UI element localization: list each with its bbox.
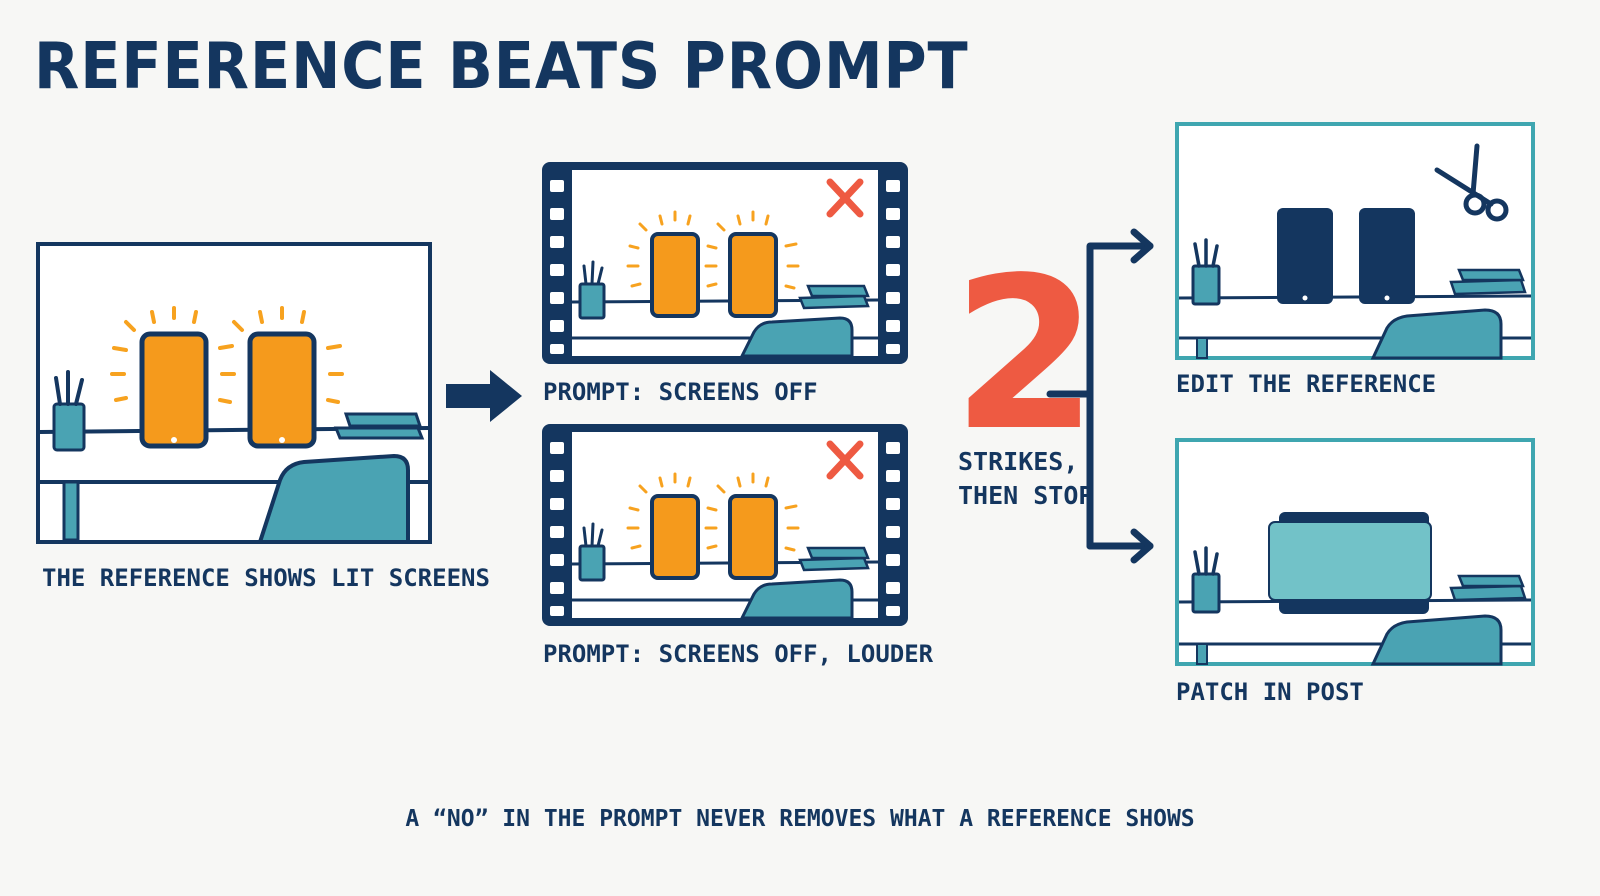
lit-phone-icon (704, 472, 800, 580)
books-icon (333, 412, 425, 440)
reference-panel (36, 242, 436, 544)
solution-frame-2 (1175, 438, 1537, 668)
lit-phone-icon (110, 306, 236, 449)
solution-caption-1: EDIT THE REFERENCE (1176, 370, 1437, 398)
lit-phone-icon (704, 210, 800, 318)
attempt-frame-1 (542, 162, 908, 364)
dark-phone-icon (1359, 208, 1415, 304)
lit-phone-icon (626, 472, 700, 580)
attempt-caption-2: PROMPT: SCREENS OFF, LOUDER (543, 640, 934, 668)
attempt-caption-1: PROMPT: SCREENS OFF (543, 378, 818, 406)
branch-arrows (1046, 226, 1166, 576)
strike-count: 2 (952, 232, 1099, 477)
lit-phone-icon (626, 210, 700, 318)
scissors-icon (1434, 143, 1509, 222)
page-title: REFERENCE BEATS PROMPT (34, 30, 969, 104)
footer-note: A “NO” IN THE PROMPT NEVER REMOVES WHAT … (405, 806, 1195, 832)
strikes-line-1: STRIKES, (958, 447, 1079, 476)
dark-phone-icon (1277, 208, 1333, 304)
pen-cup-icon (52, 370, 86, 452)
red-x-icon (826, 440, 864, 480)
solution-frame-1 (1175, 122, 1537, 362)
strikes-label: STRIKES, THEN STOP (958, 445, 1093, 513)
attempt-frame-2 (542, 424, 908, 626)
solution-caption-2: PATCH IN POST (1176, 678, 1364, 706)
red-x-icon (826, 178, 864, 218)
reference-caption: THE REFERENCE SHOWS LIT SCREENS (42, 564, 490, 592)
lit-phone-icon (232, 306, 344, 449)
patched-phones-icon (1268, 512, 1432, 614)
strikes-line-2: THEN STOP (958, 481, 1094, 510)
arrow-right-icon (444, 366, 528, 426)
